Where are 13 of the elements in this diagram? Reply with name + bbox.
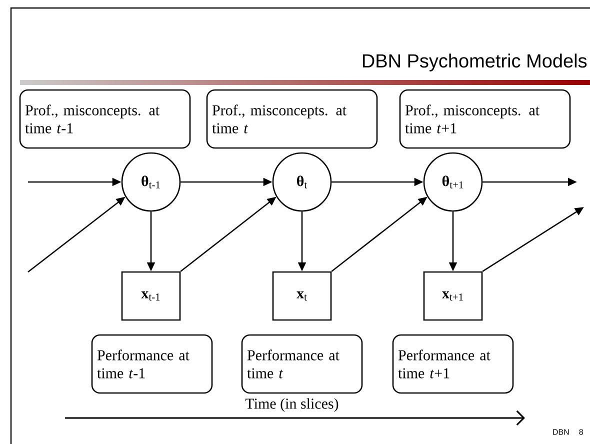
observable-box: x$_{t+1}$ <box>423 271 483 321</box>
axis-label: Time (in slices) <box>245 398 338 412</box>
state-box: Prof., misconcepts. at time t <box>206 89 378 149</box>
page-number: 8 <box>579 429 583 435</box>
footer-text: DBN <box>553 429 569 435</box>
observable-box: x$_{t}$ <box>272 271 332 321</box>
title: DBN Psychometric Models <box>362 54 587 72</box>
state-box: Prof., misconcepts. at time t-1 <box>19 89 191 149</box>
state-box: Performance at time t <box>241 334 363 394</box>
state-box: Prof., misconcepts. at time t+1 <box>399 89 571 149</box>
observable-box: x$_{t-1}$ <box>121 271 181 321</box>
state-box: Performance at time t+1 <box>392 334 514 394</box>
state-box: Performance at time t-1 <box>91 334 213 394</box>
